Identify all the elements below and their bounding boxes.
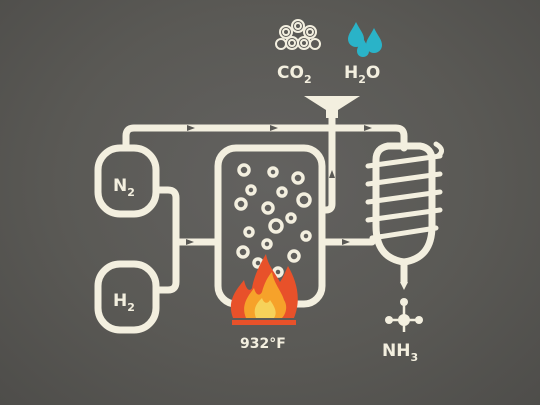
nh3-label: NH3 <box>382 341 418 364</box>
water-drops-icon <box>348 22 382 57</box>
arrow-feed <box>186 239 194 245</box>
vent-pipe <box>318 108 336 214</box>
flow-arrows <box>186 125 372 245</box>
arrow-product <box>400 282 408 290</box>
n2-tank: N2 <box>94 144 160 218</box>
reactor <box>214 144 326 308</box>
recycle-pipe-top <box>122 124 408 152</box>
arrow-top-mid <box>270 125 278 131</box>
arrow-top-right <box>364 125 372 131</box>
arrow-outlet <box>342 239 350 245</box>
h2-label: H2 <box>113 291 135 314</box>
ammonia-molecule-icon <box>385 298 423 332</box>
h2-feed-pipe <box>152 238 180 294</box>
reactor-bubbles <box>234 163 312 278</box>
co2-cloud-icon <box>275 19 321 50</box>
condenser <box>365 141 444 266</box>
co2-label: CO2 <box>277 63 312 86</box>
arrow-top-left <box>187 125 195 131</box>
h2-tank: H2 <box>94 260 160 334</box>
n2-label: N2 <box>113 176 135 199</box>
condenser-coil <box>365 141 444 241</box>
arrow-vent <box>329 170 335 178</box>
funnel-icon <box>304 96 360 118</box>
flame-icon <box>230 254 298 325</box>
temperature-label: 932°F <box>240 336 286 352</box>
n2-feed-pipe <box>152 186 222 246</box>
h2o-label: H2O <box>344 63 380 86</box>
